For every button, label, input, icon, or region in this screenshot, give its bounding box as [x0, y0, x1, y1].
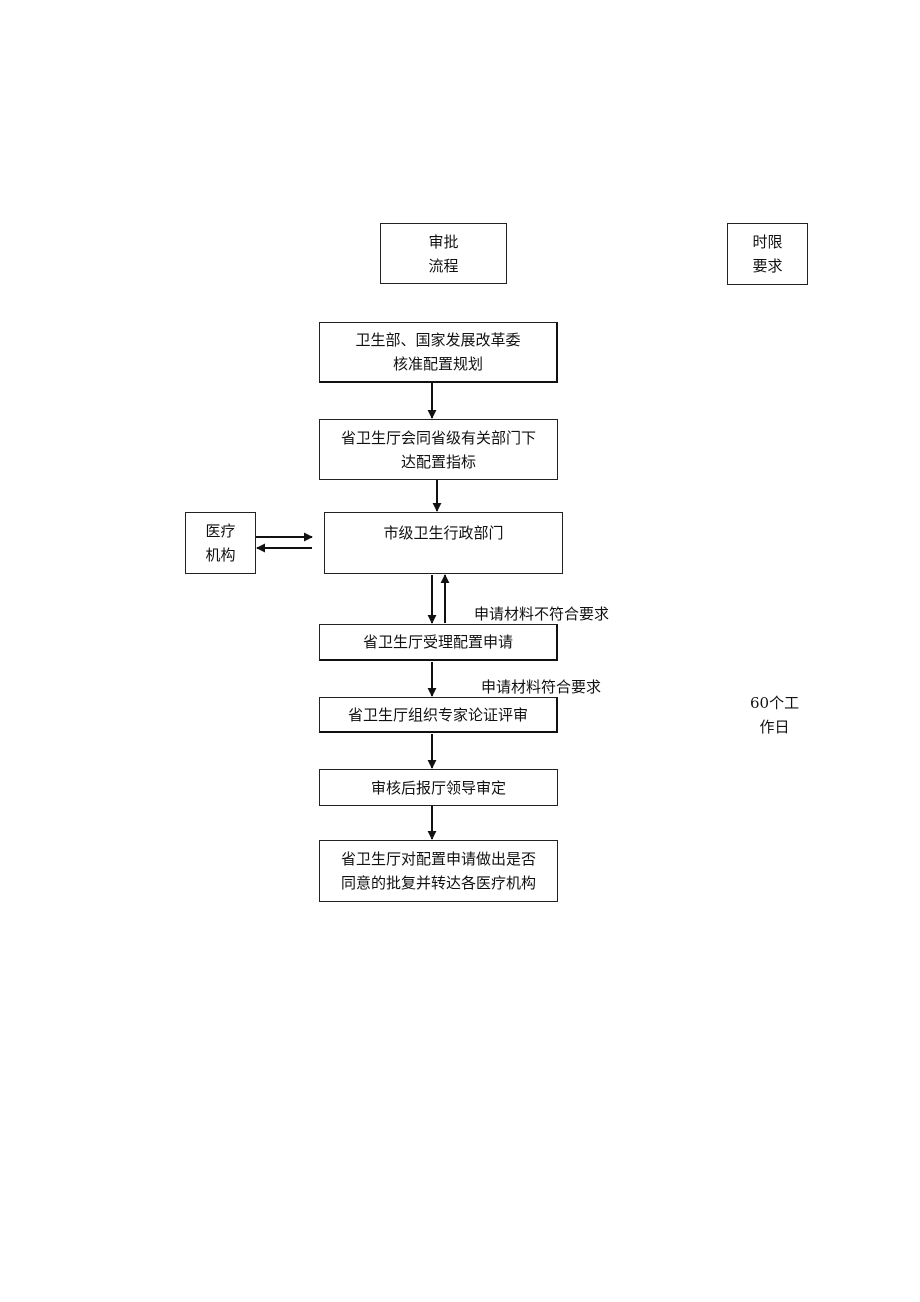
step7-line-1: 省卫生厅对配置申请做出是否	[340, 850, 536, 868]
step6-label: 审核后报厅领导审定	[370, 778, 506, 797]
header-process-box: 审批 流程	[380, 223, 507, 284]
step5-label: 省卫生厅组织专家论证评审	[347, 705, 528, 724]
header-process-line-1: 审批	[428, 232, 459, 251]
duration-line-1: 60个工	[750, 694, 800, 712]
step2-line-2: 达配置指标	[400, 452, 476, 471]
note-materials-not-meet-requirements: 申请材料不符合要求	[474, 602, 609, 626]
step7-line-2: 同意的批复并转达各医疗机构	[340, 874, 536, 892]
step-issue-configuration-quota: 省卫生厅会同省级有关部门下 达配置指标	[319, 419, 558, 480]
step-expert-review: 省卫生厅组织专家论证评审	[319, 697, 558, 733]
step-accept-configuration-application: 省卫生厅受理配置申请	[319, 624, 558, 661]
step-reply-and-forward: 省卫生厅对配置申请做出是否 同意的批复并转达各医疗机构	[319, 840, 558, 902]
step3-label: 市级卫生行政部门	[383, 524, 504, 542]
header-time-limit-box: 时限 要求	[727, 223, 808, 285]
header-time-limit-line-1: 时限	[752, 233, 783, 251]
header-time-limit-line-2: 要求	[752, 257, 783, 275]
step2-line-1: 省卫生厅会同省级有关部门下	[340, 428, 536, 447]
note-not-meet-text: 申请材料不符合要求	[474, 605, 610, 623]
step1-line-2: 核准配置规划	[392, 355, 483, 373]
note-meet-text: 申请材料符合要求	[481, 678, 602, 696]
duration-line-2: 作日	[759, 718, 790, 736]
step-leadership-approval: 审核后报厅领导审定	[319, 769, 558, 806]
step1-line-1: 卫生部、国家发展改革委	[355, 331, 521, 349]
step-municipal-health-department: 市级卫生行政部门	[324, 512, 563, 574]
header-process-line-2: 流程	[428, 256, 459, 275]
note-sixty-working-days: 60个工 作日	[750, 691, 799, 739]
step4-label: 省卫生厅受理配置申请	[362, 633, 513, 651]
medical-institution-box: 医疗 机构	[185, 512, 256, 574]
institution-line-2: 机构	[205, 546, 236, 564]
note-materials-meet-requirements: 申请材料符合要求	[481, 675, 601, 699]
step-approve-configuration-plan: 卫生部、国家发展改革委 核准配置规划	[319, 322, 558, 383]
institution-line-1: 医疗	[205, 522, 236, 540]
